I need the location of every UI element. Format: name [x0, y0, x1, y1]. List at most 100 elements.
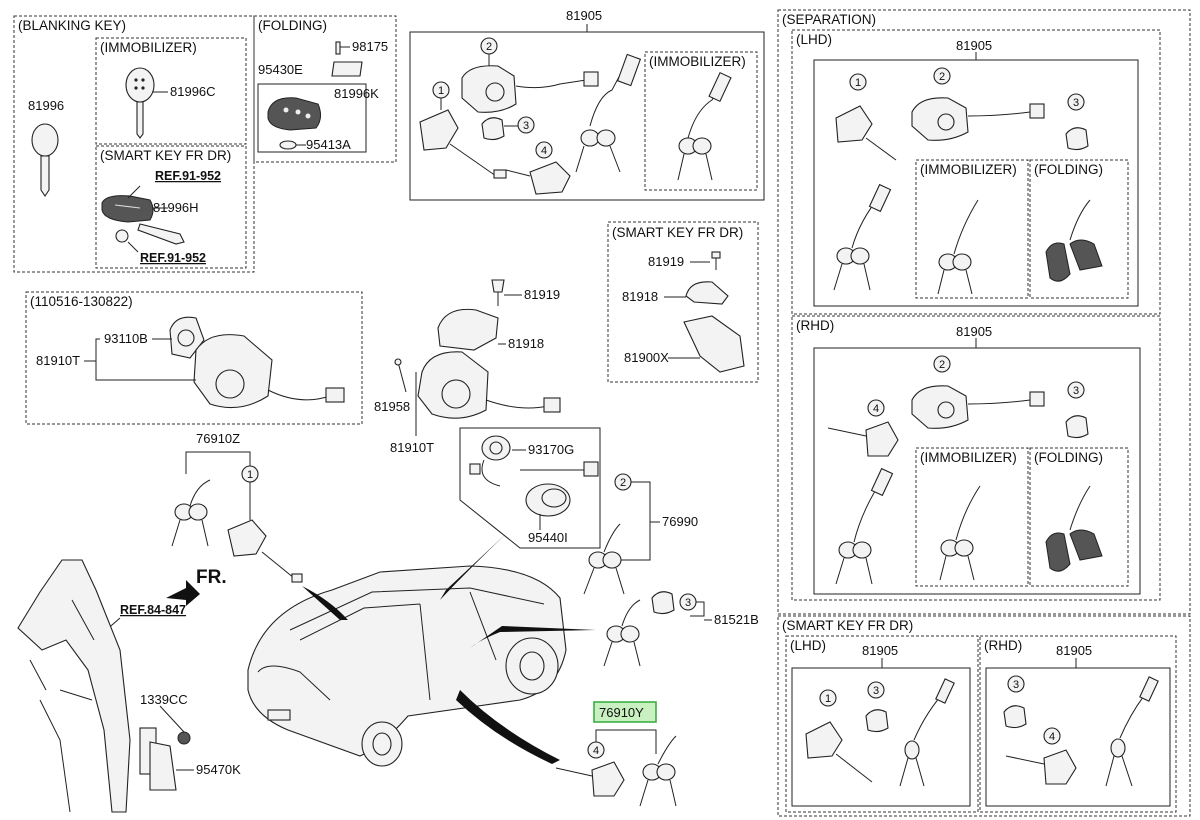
separation-group: (SEPARATION) (LHD) 81905 1 2 3 (IMMOBILI… [777, 9, 1191, 615]
door-lock-76910Y-icon [555, 761, 625, 797]
center-screw-icon [491, 279, 505, 306]
immobilizer-keys-sep-rhd-icon [939, 485, 981, 581]
immobilizer-antenna-group: 93170G 95440I [459, 427, 601, 549]
pointer-arrows [302, 530, 596, 764]
callout-1-top: 1 [438, 85, 444, 97]
part-1339CC[interactable]: 1339CC [140, 692, 188, 707]
bracket-icon [685, 281, 729, 305]
part-81919-mid[interactable]: 81919 [648, 254, 684, 269]
group-label-smart-key-fr-dr-mid: (SMART KEY FR DR) [612, 225, 743, 240]
part-81910T-center[interactable]: 81910T [390, 440, 434, 455]
key-pair-bottom-rhd-icon [1105, 676, 1159, 787]
key-pair-76910Y-icon [639, 735, 677, 807]
smart-key-fr-dr-group-mid: (SMART KEY FR DR) 81919 81918 81900X [607, 221, 759, 383]
part-76910Y[interactable]: 76910Y [599, 705, 644, 720]
part-95470K[interactable]: 95470K [196, 762, 241, 777]
part-81996[interactable]: 81996 [28, 98, 64, 113]
part-93170G[interactable]: 93170G [528, 442, 574, 457]
smart-key-fob-icon [101, 195, 185, 245]
key-pair-76910Z-icon [171, 479, 211, 547]
folding-keys-sep-lhd-icon [1045, 199, 1103, 282]
key-set-76910Z: 76910Z 1 [171, 431, 303, 583]
part-81900X[interactable]: 81900X [624, 350, 669, 365]
door-lock-76910Z-icon [227, 519, 303, 583]
cap-sep-rhd-icon [1065, 415, 1089, 439]
key-set-76990: 2 76990 3 81521B [583, 473, 759, 667]
ignition-cylinder-icon [461, 65, 599, 113]
key-set-76910Y: 76910Y 4 [555, 701, 677, 807]
ref-91-952-top[interactable]: REF.91-952 [155, 169, 221, 183]
part-95413A[interactable]: 95413A [306, 137, 351, 152]
cap-bottom-rhd-icon [1003, 705, 1027, 729]
cap-81521B-icon [651, 591, 675, 615]
group-label-folding-sep-rhd: (FOLDING) [1034, 450, 1103, 465]
immobilizer-key-icon [125, 67, 155, 139]
callout-4-top: 4 [541, 145, 547, 157]
cap-icon [481, 117, 505, 141]
part-81919-center[interactable]: 81919 [524, 287, 560, 302]
center-bracket-icon [437, 308, 499, 351]
part-95430E[interactable]: 95430E [258, 62, 303, 77]
callout-3-top: 3 [523, 120, 529, 132]
part-81996C[interactable]: 81996C [170, 84, 216, 99]
center-ignition-body-icon [417, 351, 561, 419]
screw-icon [711, 251, 721, 270]
group-label-lhd-bottom: (LHD) [790, 638, 826, 653]
callout-2-sep-rhd: 2 [939, 359, 945, 371]
part-81996K[interactable]: 81996K [334, 86, 379, 101]
callout-3-bottom-rhd: 3 [1013, 679, 1019, 691]
key-pair-76990-icon [583, 523, 625, 595]
part-93110B[interactable]: 93110B [104, 331, 148, 346]
door-lock-cylinder-icon [419, 109, 507, 179]
front-direction-label: FR. [196, 567, 227, 588]
part-95440I[interactable]: 95440I [528, 530, 568, 545]
ignition-switch-period-group: (110516-130822) 93110B 81910T [25, 291, 363, 425]
part-81918-center[interactable]: 81918 [508, 336, 544, 351]
bolt-1339CC-icon [177, 731, 191, 745]
start-button-icon [525, 483, 571, 517]
part-81918-mid[interactable]: 81918 [622, 289, 658, 304]
door-lock-bottom-rhd-icon [1043, 749, 1077, 785]
part-81910T-left[interactable]: 81910T [36, 353, 80, 368]
group-label-rhd-sep: (RHD) [796, 318, 834, 333]
blade-pin-icon [331, 41, 363, 77]
part-81905-sep-rhd[interactable]: 81905 [956, 324, 992, 339]
ignition-switch-center: 81919 81918 81958 81910T [374, 279, 561, 455]
key-set-81905-top: 81905 (IMMOBILIZER) 2 1 3 [409, 8, 765, 201]
trunk-lock-icon [505, 161, 571, 195]
part-98175[interactable]: 98175 [352, 39, 388, 54]
callout-3-sep-rhd: 3 [1073, 385, 1079, 397]
part-81521B[interactable]: 81521B [714, 612, 759, 627]
group-label-blanking-key: (BLANKING KEY) [18, 18, 126, 33]
part-81905-bottom-rhd[interactable]: 81905 [1056, 643, 1092, 658]
door-lock-sep-rhd-icon [865, 421, 899, 457]
group-label-rhd-bottom: (RHD) [984, 638, 1022, 653]
part-81996H[interactable]: 81996H [153, 200, 199, 215]
group-label-immobilizer-sep-lhd: (IMMOBILIZER) [920, 162, 1017, 177]
part-81905-bottom-lhd[interactable]: 81905 [862, 643, 898, 658]
highlight-76910Y[interactable] [593, 701, 657, 723]
callout-4-bottom-rhd: 4 [1049, 731, 1055, 743]
folding-key-fob-icon [267, 97, 322, 150]
part-76910Z[interactable]: 76910Z [196, 431, 240, 446]
small-screw-icon [394, 358, 407, 393]
cap-bottom-lhd-icon [865, 709, 889, 733]
key-pair-sep-lhd-icon [833, 183, 892, 291]
front-direction-indicator: FR. [166, 567, 227, 606]
part-76990[interactable]: 76990 [662, 514, 698, 529]
blank-key-icon [31, 123, 59, 197]
part-81905-top[interactable]: 81905 [566, 8, 602, 23]
callout-2-76990: 2 [620, 477, 626, 489]
cap-sep-lhd-icon [1065, 127, 1089, 151]
ref-84-847[interactable]: REF.84-847 [120, 603, 186, 617]
callout-4-sep-rhd: 4 [873, 403, 879, 415]
group-label-folding: (FOLDING) [258, 18, 327, 33]
steering-column-frame-icon [17, 559, 177, 813]
key-pair-bottom-lhd-icon [899, 678, 955, 787]
part-81905-sep-lhd[interactable]: 81905 [956, 38, 992, 53]
ref-91-952-bottom[interactable]: REF.91-952 [140, 251, 206, 265]
callout-1-sep-lhd: 1 [855, 77, 861, 89]
part-81958[interactable]: 81958 [374, 399, 410, 414]
callout-4-76910Y: 4 [593, 745, 599, 757]
